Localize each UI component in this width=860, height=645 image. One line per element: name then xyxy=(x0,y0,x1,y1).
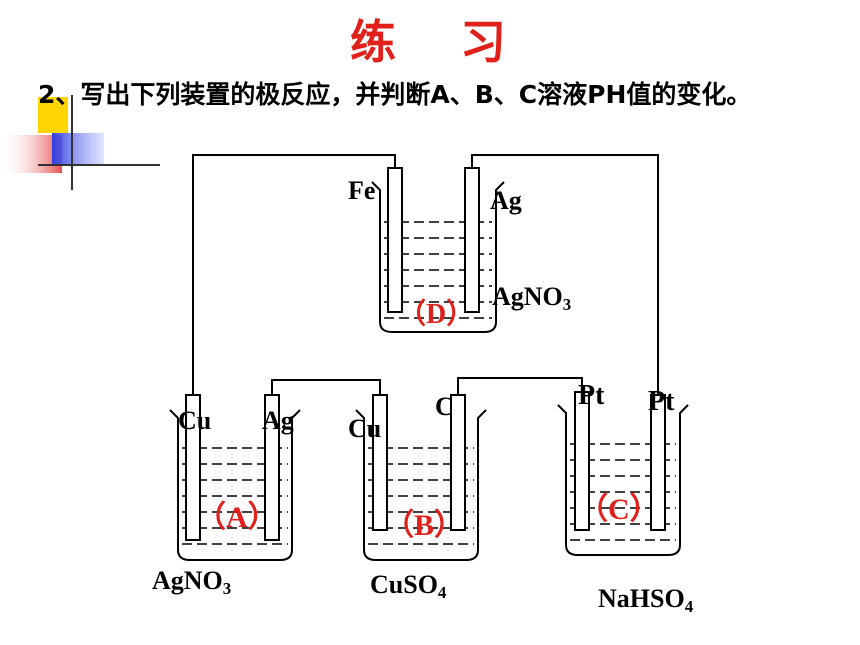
cell-tag-a: （A） xyxy=(196,501,278,534)
solution-formula-b: CuSO xyxy=(370,570,438,599)
page-title: 练习 xyxy=(0,6,860,72)
solution-label-a: AgNO3 xyxy=(152,566,231,599)
electrode-ag-a xyxy=(264,394,280,541)
electrode-pt-c-left xyxy=(574,391,590,531)
electrode-label-cu-b: Cu xyxy=(348,414,382,443)
solution-formula-a: AgNO xyxy=(152,566,223,595)
electrode-label-fe: Fe xyxy=(348,176,376,205)
question-text: 2、写出下列装置的极反应，并判断A、B、C溶液PH值的变化。 xyxy=(38,80,752,109)
cell-tag-b: （B） xyxy=(384,509,465,542)
solution-formula-c: NaHSO xyxy=(598,584,685,613)
electrode-label-cu-a: Cu xyxy=(178,406,212,435)
electrode-pt-c-right xyxy=(650,394,666,531)
cell-tag-c: （C） xyxy=(578,493,660,526)
wire-fe-to-cu-a xyxy=(192,154,396,395)
electrode-ag-d xyxy=(464,167,480,313)
electrode-label-ag-a: Ag xyxy=(262,406,294,435)
wire-ag-a-to-cu-b xyxy=(271,379,381,395)
electrode-label-pt-c-left: Pt xyxy=(578,380,605,411)
electrode-cu-a xyxy=(185,394,201,541)
electrode-c-b xyxy=(450,394,466,531)
electrode-fe-d xyxy=(387,167,403,313)
solution-label-c: NaHSO4 xyxy=(598,584,693,617)
beaker-a xyxy=(169,409,301,561)
electrode-cu-b xyxy=(372,394,388,531)
solution-subscript-b: 4 xyxy=(437,583,447,603)
solution-formula-d: AgNO xyxy=(492,282,563,311)
beaker-c xyxy=(557,404,689,556)
wire-ag-d-to-pt-c xyxy=(471,154,659,395)
beaker-d xyxy=(371,181,505,333)
electrode-label-c-b: C xyxy=(435,392,454,421)
electrode-label-pt-c-right: Pt xyxy=(648,386,675,417)
solution-label-d: AgNO3 xyxy=(492,282,571,315)
wire-c-b-to-pt-c-left xyxy=(457,377,583,395)
solution-subscript-c: 4 xyxy=(684,597,694,617)
title-char-1: 练 xyxy=(350,15,400,69)
title-char-2: 习 xyxy=(460,15,510,69)
cell-tag-d: （D） xyxy=(398,299,475,330)
solution-subscript-d: 3 xyxy=(562,295,572,315)
electrode-label-ag-d: Ag xyxy=(490,186,522,215)
slide-decoration xyxy=(0,95,160,190)
solution-subscript-a: 3 xyxy=(222,579,232,599)
solution-label-b: CuSO4 xyxy=(370,570,446,603)
beaker-b xyxy=(355,409,487,561)
